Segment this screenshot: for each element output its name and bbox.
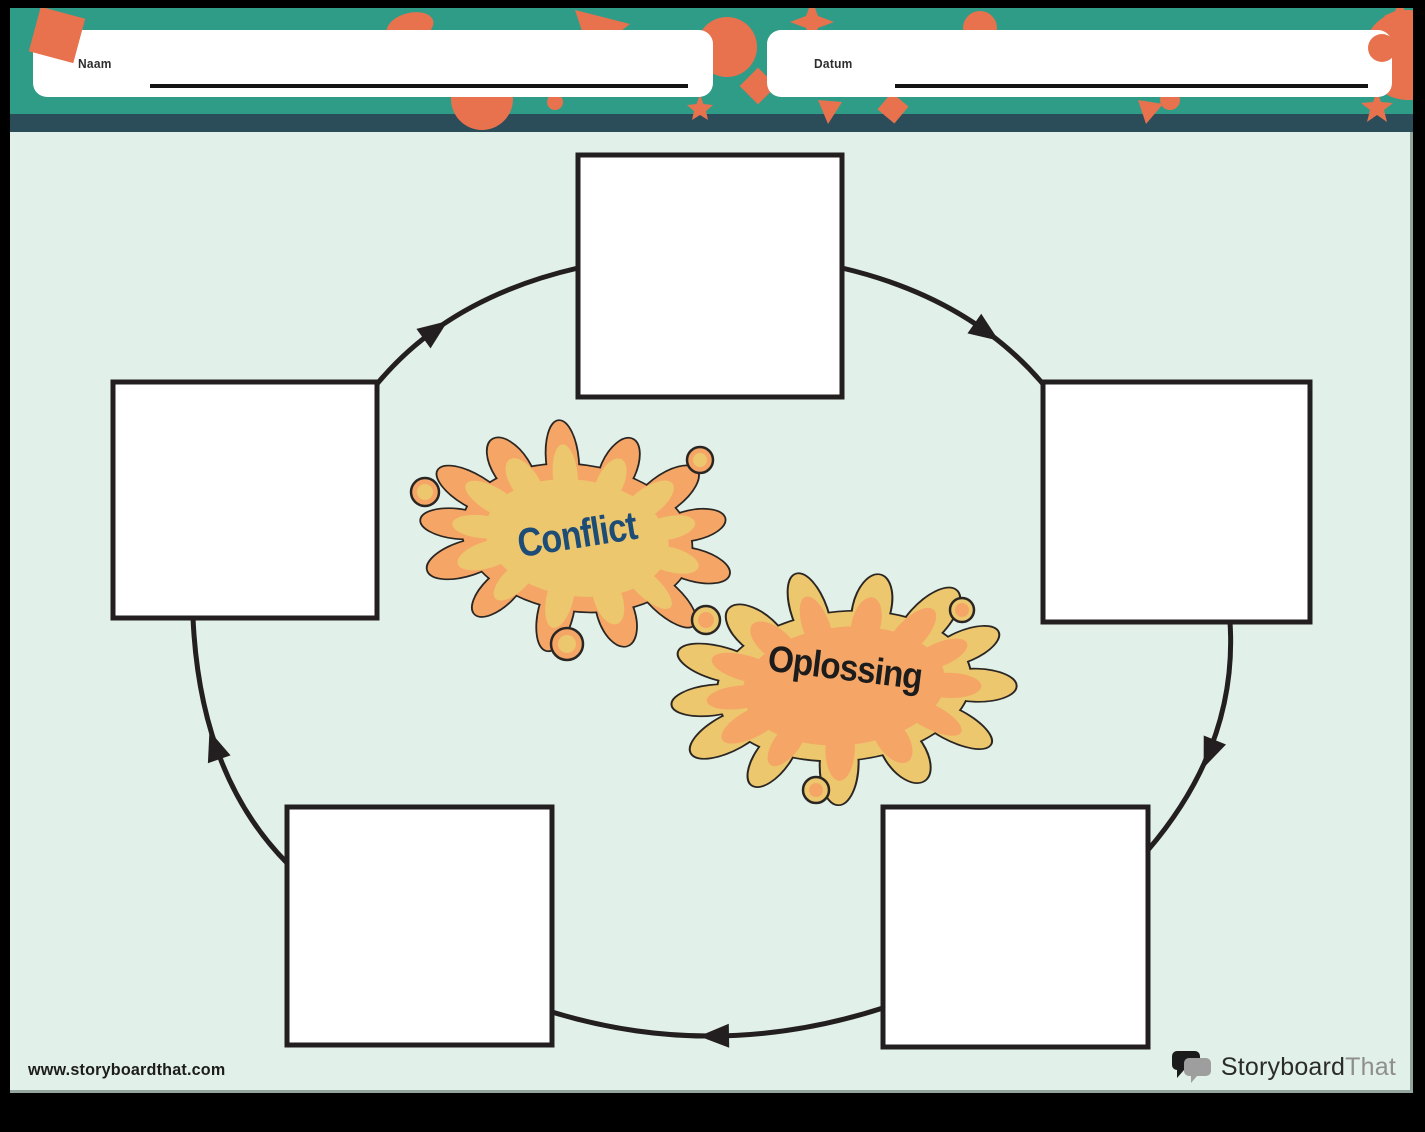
confetti-star4 [1384, 8, 1413, 32]
cycle-arrow-bottomleft-to-left [190, 617, 289, 865]
confetti-star5 [687, 95, 713, 120]
confetti-circle [547, 94, 563, 110]
splat-droplet [801, 775, 831, 805]
cycle-box-bottom-left[interactable] [284, 804, 555, 1048]
splat-droplets [409, 445, 976, 805]
confetti-star5 [1361, 91, 1393, 122]
cycle-box-bottom-right[interactable] [880, 804, 1151, 1050]
splat-droplet [690, 604, 722, 636]
confetti-star4 [790, 8, 834, 44]
cycle-arrow-right-to-bottomright [1146, 621, 1234, 852]
logo-text: StoryboardThat [1221, 1053, 1396, 1082]
arrowhead-icon [1192, 735, 1226, 773]
speech-bubbles-icon [1171, 1051, 1211, 1083]
cycle-box-right[interactable] [1040, 379, 1313, 625]
name-input-line[interactable] [150, 84, 688, 88]
date-field-box[interactable]: Datum [767, 30, 1392, 97]
dark-band [10, 114, 1413, 132]
cycle-boxes [110, 152, 1313, 1050]
confetti-triangle [1138, 100, 1163, 124]
splat-droplet [409, 476, 441, 508]
cycle-arrow-top-to-right [841, 265, 1045, 386]
website-url: www.storyboardthat.com [28, 1060, 226, 1079]
storyboardthat-logo: StoryboardThat [1171, 1050, 1396, 1084]
splat-droplet [685, 445, 715, 475]
arrowhead-icon [698, 1023, 730, 1049]
confetti-diamond [877, 92, 909, 124]
arrowhead-icon [198, 727, 231, 764]
splat-droplet [549, 626, 585, 662]
cycle-box-left[interactable] [110, 379, 380, 621]
logo-text-secondary: That [1345, 1052, 1396, 1081]
worksheet-page: Naam Datum [10, 8, 1413, 1093]
confetti-triangle [818, 100, 842, 124]
cycle-diagram [110, 152, 1313, 1050]
cycle-box-top[interactable] [575, 152, 845, 400]
name-label: Naam [78, 56, 112, 71]
date-input-line[interactable] [895, 84, 1368, 88]
logo-text-primary: Storyboard [1220, 1052, 1346, 1081]
date-label: Datum [814, 56, 853, 71]
name-field-box[interactable]: Naam [33, 30, 713, 97]
splat-droplet [948, 596, 976, 624]
cycle-arrow-left-to-top [375, 265, 579, 386]
